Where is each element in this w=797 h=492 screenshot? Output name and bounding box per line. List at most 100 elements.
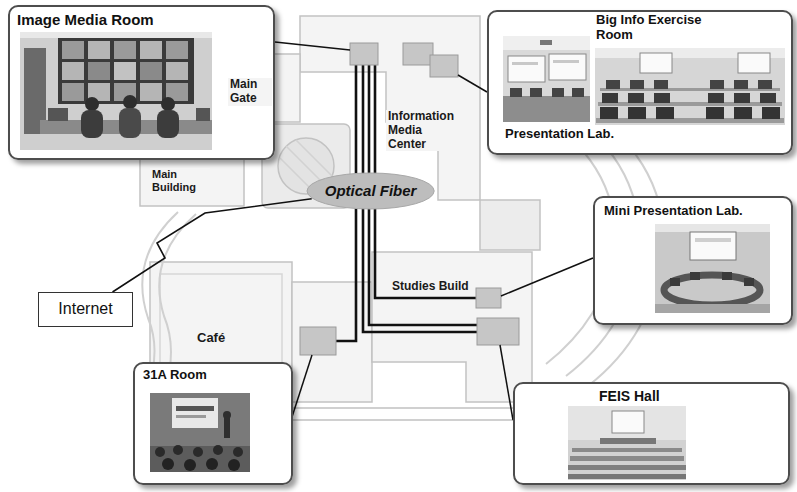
image-media-photo xyxy=(62,62,84,80)
image-media-photo xyxy=(48,108,68,121)
text-holder: Mini Presentation Lab. xyxy=(604,204,743,219)
room-31a-photo xyxy=(193,447,203,457)
mini-lab-photo xyxy=(722,272,732,280)
image-media-photo xyxy=(88,62,110,80)
room-31a-photo xyxy=(150,446,250,472)
image-media-photo xyxy=(20,32,212,150)
network-link xyxy=(113,199,312,292)
node-label: Internet xyxy=(58,300,112,318)
image-media-photo xyxy=(88,41,110,59)
mini-lab-photo xyxy=(690,272,700,280)
callout-box: Mini Presentation Lab. xyxy=(593,196,793,325)
presentation-lab-photo xyxy=(512,62,538,65)
campus-ground xyxy=(160,274,282,376)
callout-box: FEIS Hall xyxy=(513,382,790,485)
feis-hall-photo xyxy=(568,465,686,470)
exercise-room-photo xyxy=(654,93,670,103)
callout-title: FEIS Hall xyxy=(599,388,660,404)
presentation-lab-photo xyxy=(552,88,564,97)
presentation-lab-photo xyxy=(549,54,586,80)
room-marker xyxy=(476,288,501,308)
feis-hall-photo xyxy=(568,406,686,480)
image-media-photo xyxy=(166,41,188,59)
exercise-room-photo xyxy=(762,107,780,119)
campus-ground xyxy=(292,282,372,402)
feis-hall-photo xyxy=(568,474,686,479)
leader-line xyxy=(275,42,350,50)
room-marker xyxy=(350,43,378,65)
image-media-photo xyxy=(119,108,141,138)
image-media-photo xyxy=(62,83,84,101)
presentation-lab-photo xyxy=(540,40,552,45)
image-media-photo xyxy=(114,41,136,59)
exercise-room-photo xyxy=(598,102,782,106)
text-holder: FEIS Hall xyxy=(599,388,660,404)
callout-title: Big Info Exercise Room xyxy=(596,13,728,43)
image-media-photo xyxy=(62,41,84,59)
image-media-photo xyxy=(20,32,212,150)
room-marker xyxy=(300,327,336,355)
mini-lab-photo xyxy=(664,275,760,305)
exercise-room-photo xyxy=(760,93,776,103)
room-31a-photo xyxy=(150,393,250,472)
image-media-photo xyxy=(166,62,188,80)
image-media-photo xyxy=(157,110,179,138)
map-label: Main Building xyxy=(150,168,210,193)
node-label: Optical Fiber xyxy=(325,182,417,199)
mini-lab-photo xyxy=(695,238,731,242)
exercise-room-photo xyxy=(640,53,672,73)
room-marker xyxy=(477,318,519,345)
ellipse-outline xyxy=(307,173,434,209)
image-media-photo xyxy=(81,110,103,138)
callout-title: 31A Room xyxy=(143,368,207,383)
internet-box: Internet xyxy=(38,292,133,327)
text-holder: 31A Room xyxy=(143,368,207,383)
campus-ground xyxy=(480,200,540,250)
room-31a-photo xyxy=(150,393,250,472)
image-media-photo xyxy=(58,38,194,104)
leader-line xyxy=(275,42,593,420)
image-media-photo xyxy=(140,41,162,59)
exercise-room-photo xyxy=(606,80,620,89)
presentation-lab-photo xyxy=(530,88,542,97)
text-holder: Image Media Room xyxy=(17,11,154,28)
room-31a-photo xyxy=(173,445,183,455)
feis-hall-photo xyxy=(568,406,686,480)
exercise-room-photo xyxy=(654,80,668,89)
presentation-lab-photo xyxy=(510,88,522,97)
exercise-room-photo xyxy=(600,88,780,91)
room-31a-photo xyxy=(224,418,230,438)
label-holder: Main Building xyxy=(150,168,210,195)
presentation-lab-photo xyxy=(503,36,590,122)
map-label: Information Media Center xyxy=(386,110,462,151)
text-holder: Internet xyxy=(58,300,112,318)
leader-line xyxy=(500,345,513,420)
feis-hall-photo xyxy=(572,448,682,452)
exercise-room-photo xyxy=(595,48,785,125)
room-31a-photo xyxy=(172,398,218,428)
image-media-photo xyxy=(123,95,137,109)
room-31a-photo xyxy=(233,447,243,457)
room-marker xyxy=(403,43,433,65)
mini-lab-photo xyxy=(655,224,770,313)
exercise-room-photo xyxy=(738,53,770,73)
mini-lab-photo xyxy=(670,278,680,286)
image-media-photo xyxy=(140,62,162,80)
map-label: Main Gate xyxy=(228,78,272,106)
callout-title: Presentation Lab. xyxy=(505,127,614,142)
callout-box: Big Info Exercise RoomPresentation Lab. xyxy=(487,10,793,155)
mini-lab-photo xyxy=(744,278,754,286)
fiber-ellipse: Optical Fiber xyxy=(306,172,435,210)
exercise-room-photo xyxy=(734,107,752,119)
exercise-room-photo xyxy=(656,107,674,119)
exercise-room-photo xyxy=(596,118,784,123)
leader-line xyxy=(458,75,487,92)
exercise-room-photo xyxy=(595,48,785,125)
image-media-photo xyxy=(161,97,175,111)
presentation-lab-photo xyxy=(503,36,590,122)
exercise-room-photo xyxy=(708,93,724,103)
